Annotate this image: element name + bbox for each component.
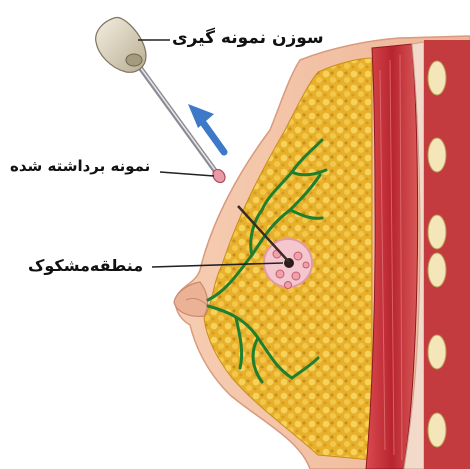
rib-column: [424, 40, 470, 469]
sample-label: نمونه برداشته شده: [8, 159, 152, 174]
biopsy-needle-icon: [96, 18, 146, 73]
suspicious-region-label: منطقه‌مشکوک: [26, 258, 145, 274]
needle-label: سوزن نمونه گیری: [170, 30, 326, 47]
